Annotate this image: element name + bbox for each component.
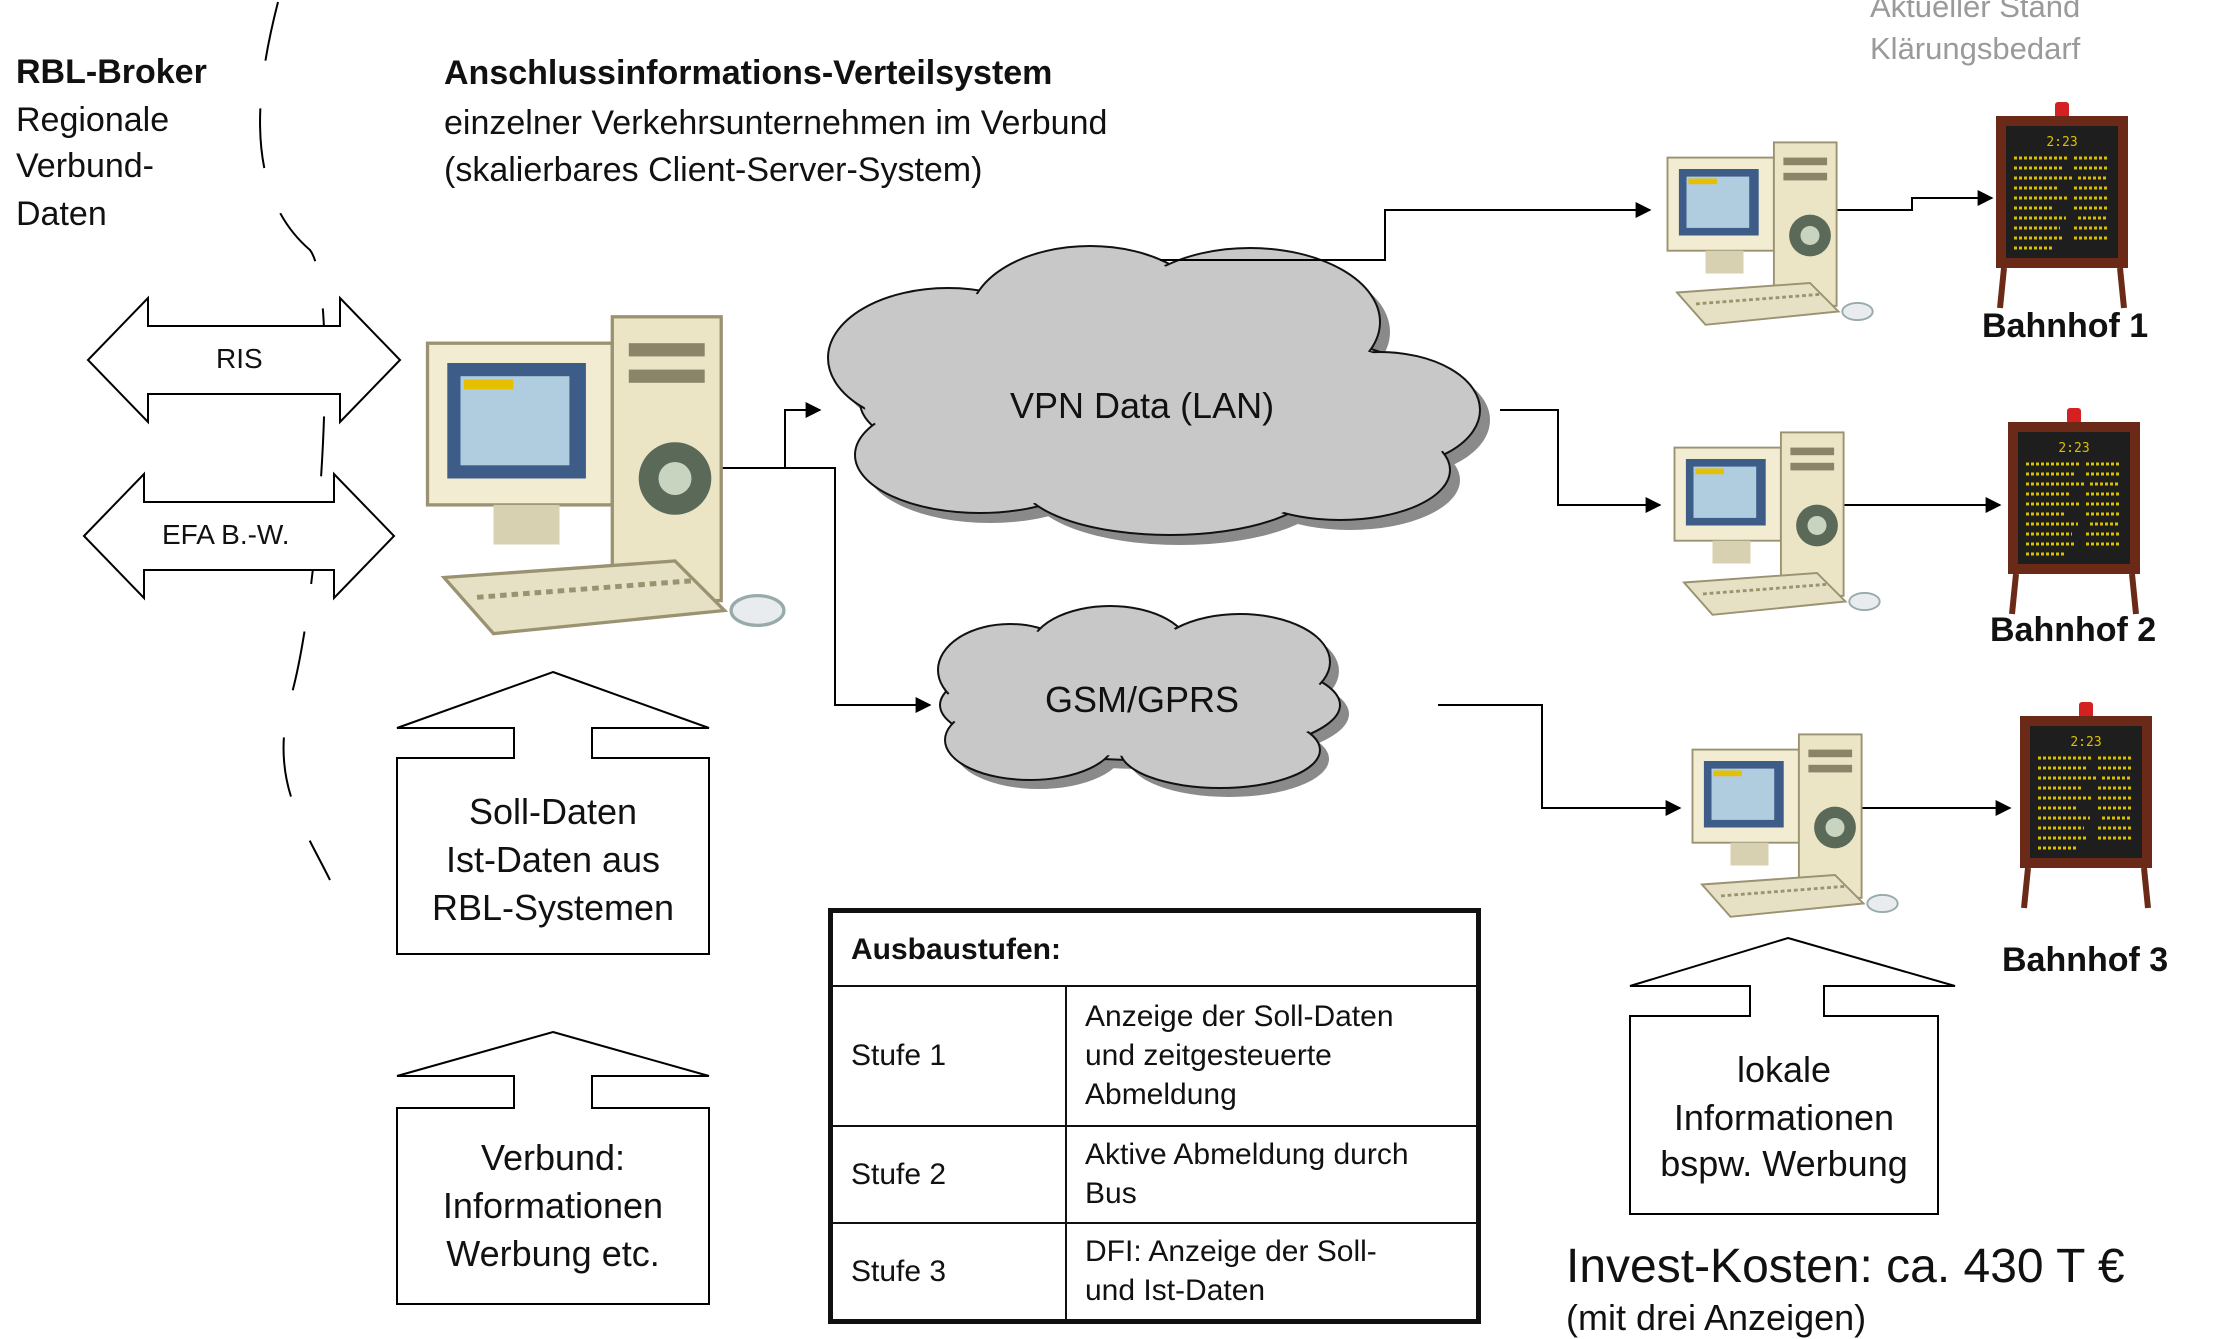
stage-description: DFI: Anzeige der Soll- und Ist-Daten	[1065, 1221, 1480, 1323]
station-board-1-icon	[1996, 102, 2128, 308]
stages-table: Ausbaustufen: Stufe 1 Anzeige der Soll-D…	[828, 908, 1481, 1324]
stage-description-line: Abmeldung	[1085, 1078, 1237, 1112]
stages-table-header: Ausbaustufen:	[829, 909, 1480, 987]
stage-description-line: DFI: Anzeige der Soll-	[1085, 1235, 1377, 1269]
table-row: Stufe 1 Anzeige der Soll-Daten und zeitg…	[829, 985, 1480, 1127]
stage-description-line: Aktive Abmeldung durch	[1085, 1138, 1409, 1172]
client-computer-2-icon	[1673, 430, 1882, 617]
invest-cost-label: Invest-Kosten: ca. 430 T €	[1566, 1240, 2125, 1293]
vpn-cloud	[827, 245, 1490, 545]
soll-data-input-box	[396, 670, 710, 955]
soll-data-line-3: RBL-Systemen	[431, 887, 675, 928]
station-board-2-icon	[2008, 408, 2140, 614]
client-computer-3-icon	[1691, 732, 1900, 919]
gsm-label: GSM/GPRS	[1045, 679, 1240, 720]
station-board-3-icon	[2020, 702, 2152, 908]
table-row: Stufe 3 DFI: Anzeige der Soll- und Ist-D…	[829, 1221, 1480, 1323]
ris-double-arrow	[86, 295, 402, 425]
local-input-box	[1629, 936, 1956, 1215]
heading-line-2: einzelner Verkehrsunternehmen im Verbund	[444, 104, 1108, 142]
broker-line-2: Verbund-	[16, 147, 154, 185]
stage-description-line: und zeitgesteuerte	[1085, 1039, 1332, 1073]
broker-line-1: Regionale	[16, 101, 170, 139]
local-info-line-3: bspw. Werbung	[1660, 1143, 1908, 1184]
verbund-line-1: Verbund:	[480, 1137, 626, 1178]
verbund-line-3: Werbung etc.	[446, 1233, 660, 1274]
stage-name: Stufe 3	[829, 1221, 1067, 1323]
local-info-line-2: Informationen	[1673, 1097, 1895, 1138]
verbund-input-box	[396, 1030, 710, 1305]
heading-line-3: (skalierbares Client-Server-System)	[444, 151, 983, 189]
soll-data-line-2: Ist-Daten aus	[445, 839, 661, 880]
heading-title: Anschlussinformations-Verteilsystem	[444, 54, 1053, 92]
stage-description-line: Anzeige der Soll-Daten	[1085, 1000, 1394, 1034]
stage-description: Aktive Abmeldung durch Bus	[1065, 1124, 1480, 1224]
station-label-3: Bahnhof 3	[2002, 941, 2169, 979]
stage-description-line: und Ist-Daten	[1085, 1274, 1266, 1308]
stage-name: Stufe 1	[829, 985, 1067, 1127]
station-label-2: Bahnhof 2	[1990, 611, 2157, 649]
server-computer-icon	[428, 317, 784, 634]
verbund-line-2: Informationen	[442, 1185, 664, 1226]
invest-cost-note: (mit drei Anzeigen)	[1566, 1297, 1867, 1338]
client-computer-1-icon	[1666, 140, 1875, 327]
broker-title: RBL-Broker	[16, 53, 207, 91]
soll-data-line-1: Soll-Daten	[468, 791, 638, 832]
status-current-label: Aktueller Stand	[1870, 0, 2081, 24]
vpn-label: VPN Data (LAN)	[1010, 385, 1275, 426]
stage-description: Anzeige der Soll-Daten und zeitgesteuert…	[1065, 985, 1480, 1127]
ris-label: RIS	[216, 343, 263, 374]
separator-dashed-curve	[259, 1, 331, 881]
table-row: Stufe 2 Aktive Abmeldung durch Bus	[829, 1124, 1480, 1224]
local-info-line-1: lokale	[1736, 1049, 1832, 1090]
stage-description-line: Bus	[1085, 1177, 1137, 1211]
efa-label: EFA B.-W.	[162, 519, 290, 550]
connector-lines	[703, 190, 2012, 816]
status-clarification-label: Klärungsbedarf	[1870, 31, 2081, 66]
station-label-1: Bahnhof 1	[1982, 307, 2149, 345]
efa-double-arrow	[82, 471, 396, 601]
gsm-cloud	[937, 605, 1349, 797]
stage-name: Stufe 2	[829, 1124, 1067, 1224]
stages-table-header-row: Ausbaustufen:	[829, 909, 1480, 987]
broker-line-3: Daten	[16, 195, 107, 233]
